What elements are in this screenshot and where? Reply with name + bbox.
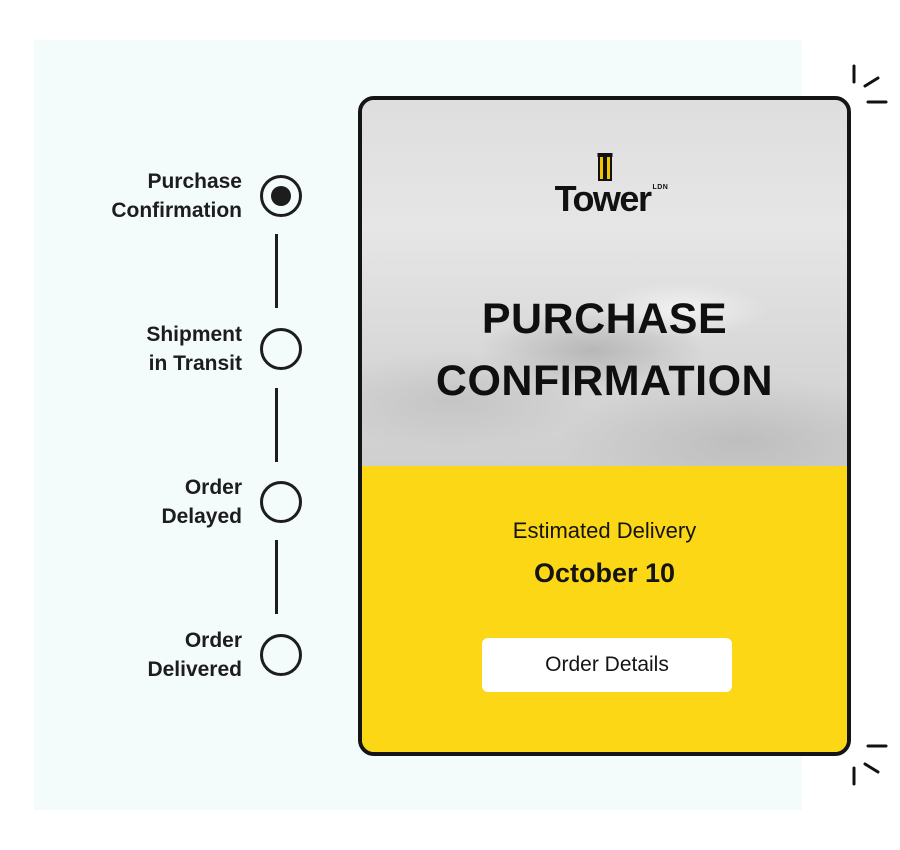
radio-unselected[interactable]: [260, 328, 302, 370]
radio-dot-icon: [271, 186, 291, 206]
hero-title: PURCHASE CONFIRMATION: [362, 288, 847, 412]
step-label: Order Delayed: [161, 473, 242, 531]
status-timeline: Purchase Confirmation Shipment in Transi…: [0, 0, 310, 850]
timeline-connector: [275, 388, 278, 462]
tower-logo-icon: [597, 153, 612, 181]
brand-suffix: LDN: [652, 184, 669, 191]
step-order-delivered[interactable]: Order Delivered: [40, 625, 302, 685]
step-shipment-in-transit[interactable]: Shipment in Transit: [40, 319, 302, 379]
hero-title-line2: CONFIRMATION: [435, 357, 774, 405]
radio-unselected[interactable]: [260, 481, 302, 523]
step-label-line2: Confirmation: [111, 199, 242, 222]
radio-unselected[interactable]: [260, 634, 302, 676]
step-label: Purchase Confirmation: [111, 167, 242, 225]
step-label-line1: Purchase: [147, 170, 242, 193]
step-label-line2: Delayed: [161, 505, 242, 528]
step-label-line1: Order: [184, 629, 242, 652]
timeline-connector: [275, 234, 278, 308]
estimated-delivery-date: October 10: [533, 558, 676, 588]
step-label-line1: Shipment: [146, 323, 242, 346]
hero-image: Tower LDN PURCHASE CONFIRMATION: [362, 100, 847, 466]
step-label: Shipment in Transit: [146, 320, 242, 378]
timeline-connector: [275, 540, 278, 614]
brand-logo: Tower LDN: [362, 152, 847, 219]
step-label-line2: Delivered: [147, 658, 242, 681]
radio-selected[interactable]: [260, 175, 302, 217]
sparkle-icon: [852, 64, 888, 104]
step-order-delayed[interactable]: Order Delayed: [40, 472, 302, 532]
step-purchase-confirmation[interactable]: Purchase Confirmation: [40, 166, 302, 226]
step-label: Order Delivered: [147, 626, 242, 684]
estimated-delivery-label: Estimated Delivery: [512, 518, 697, 543]
sparkle-icon: [852, 744, 888, 786]
brand-wordmark: Tower LDN: [554, 178, 669, 219]
delivery-info-section: Estimated Delivery October 10 Order Deta…: [362, 466, 847, 752]
brand-name: Tower: [554, 178, 652, 219]
step-label-line1: Order: [184, 476, 242, 499]
order-details-button[interactable]: Order Details: [482, 638, 732, 692]
step-label-line2: in Transit: [148, 352, 242, 375]
email-preview-card: Tower LDN PURCHASE CONFIRMATION Estimate…: [358, 96, 851, 756]
hero-title-line1: PURCHASE: [481, 295, 728, 343]
